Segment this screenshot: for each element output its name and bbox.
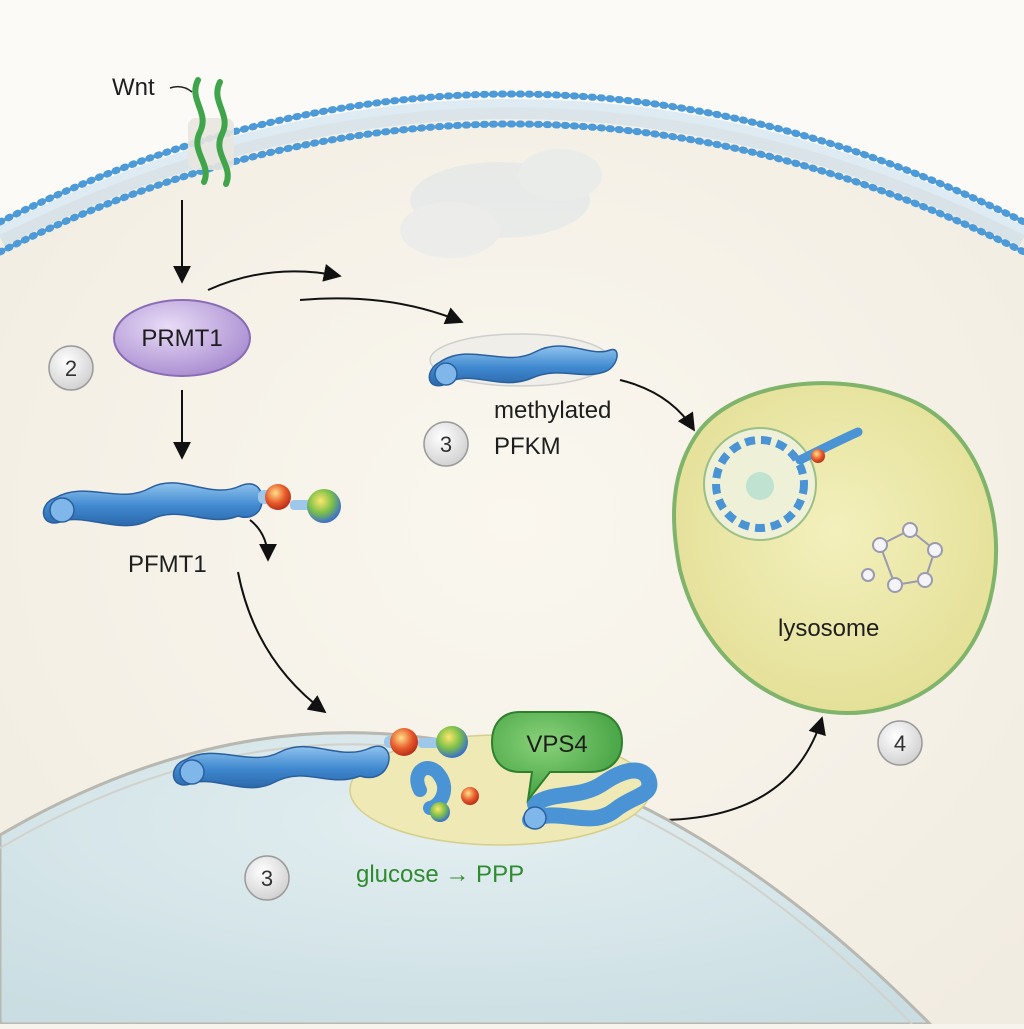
protein-chain-methylated [428, 333, 618, 387]
plasma-membrane [0, 90, 1024, 256]
methylated-label-line1: methylated [494, 397, 611, 424]
step-badge-nucleus: 3 [244, 855, 290, 901]
molecule-icon [861, 522, 943, 593]
escrt-label: VPS4 [526, 731, 587, 758]
protein-chain-left [42, 482, 341, 527]
methylated-label-line2: PFKM [494, 433, 561, 460]
arrow-protein-curl [249, 519, 277, 562]
prmt1-enzyme [113, 299, 251, 377]
lysosome-label: lysosome [778, 615, 879, 642]
wnt-label: Wnt [112, 74, 155, 101]
cloud-decoration [400, 149, 602, 258]
complex-label: PFMT1 [128, 551, 207, 578]
arrow-enzyme-right-upper [207, 264, 342, 291]
svg-text:3: 3 [440, 432, 452, 457]
svg-text:2: 2 [65, 356, 77, 381]
arrow-enzyme-to-methylated [299, 297, 464, 325]
step-badge-enzyme: 2 [48, 345, 94, 391]
arrow-to-nucleus [237, 571, 327, 714]
enzyme-label: PRMT1 [141, 325, 222, 352]
wnt-receptor-icon [188, 77, 234, 187]
lysosome [672, 381, 999, 715]
metabolism-label: glucose → PPP [356, 861, 524, 888]
arrow-to-lysosome [619, 379, 695, 432]
svg-text:3: 3 [261, 866, 273, 891]
step-badge-lysosome: 4 [877, 720, 923, 766]
svg-text:4: 4 [894, 731, 906, 756]
step-badge-methylated: 3 [423, 421, 469, 467]
vps4-bubble [490, 711, 624, 804]
arrow-nucleus-to-lysosome [651, 716, 826, 822]
